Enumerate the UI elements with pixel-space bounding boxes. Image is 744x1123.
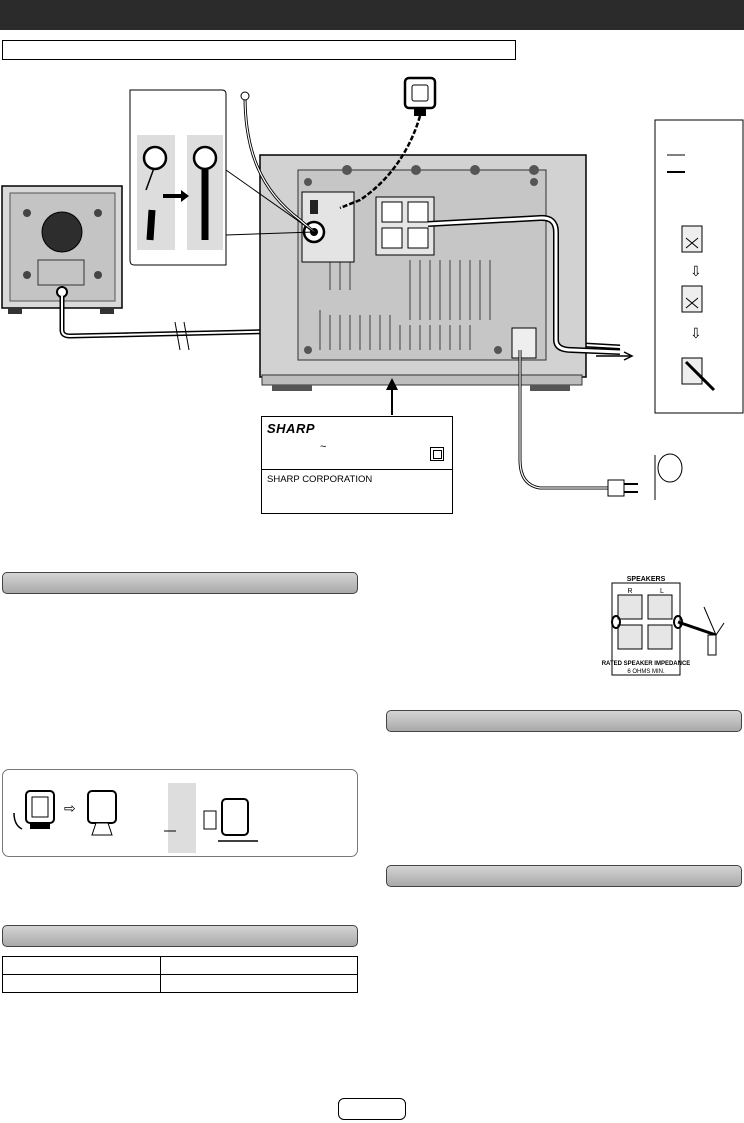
section-bar-4 [2,925,358,947]
connection-diagram: ⇩ ⇩ [1,76,744,500]
channel-left-label: L [660,588,664,595]
speakers-label: SPEAKERS [627,576,666,583]
rating-label-card: SHARP ~ SHARP CORPORATION [261,416,453,514]
table-cell [2,956,161,975]
double-insulation-icon [430,447,444,461]
brand-logo: SHARP [267,421,316,436]
table-row [2,974,358,993]
company-name: SHARP CORPORATION [267,474,373,485]
ac-symbol: ~ [320,441,327,453]
svg-text:⇨: ⇨ [64,801,76,817]
table-cell [160,956,358,975]
table-cell [160,974,358,993]
section-bar-1 [2,572,358,594]
page-number-box [338,1098,406,1120]
antenna-assembly-diagram: ⇨ [13,783,258,853]
wire-insertion-steps: ⇩ ⇩ [654,119,744,414]
connector-callout [129,89,315,266]
table-row [2,956,358,975]
table-cell [2,974,161,993]
main-unit-rear-illustration [259,154,587,391]
subtitle-box [2,40,516,60]
section-bar-2 [386,710,742,732]
speaker-terminal-diagram: SPEAKERS R L RATED SPEAKER IMPEDANCE 6 O… [602,576,725,676]
svg-text:⇩: ⇩ [690,264,702,280]
svg-text:⇩: ⇩ [690,326,702,342]
section-bar-3 [386,865,742,887]
am-loop-antenna-illustration [339,76,437,210]
impedance-value: 6 OHMS MIN. [627,669,665,675]
label-divider [262,469,452,470]
channel-right-label: R [627,588,632,595]
subwoofer-illustration [1,185,123,314]
spec-table [2,956,358,993]
header-bar [0,0,744,30]
impedance-label: RATED SPEAKER IMPEDANCE [602,661,691,667]
